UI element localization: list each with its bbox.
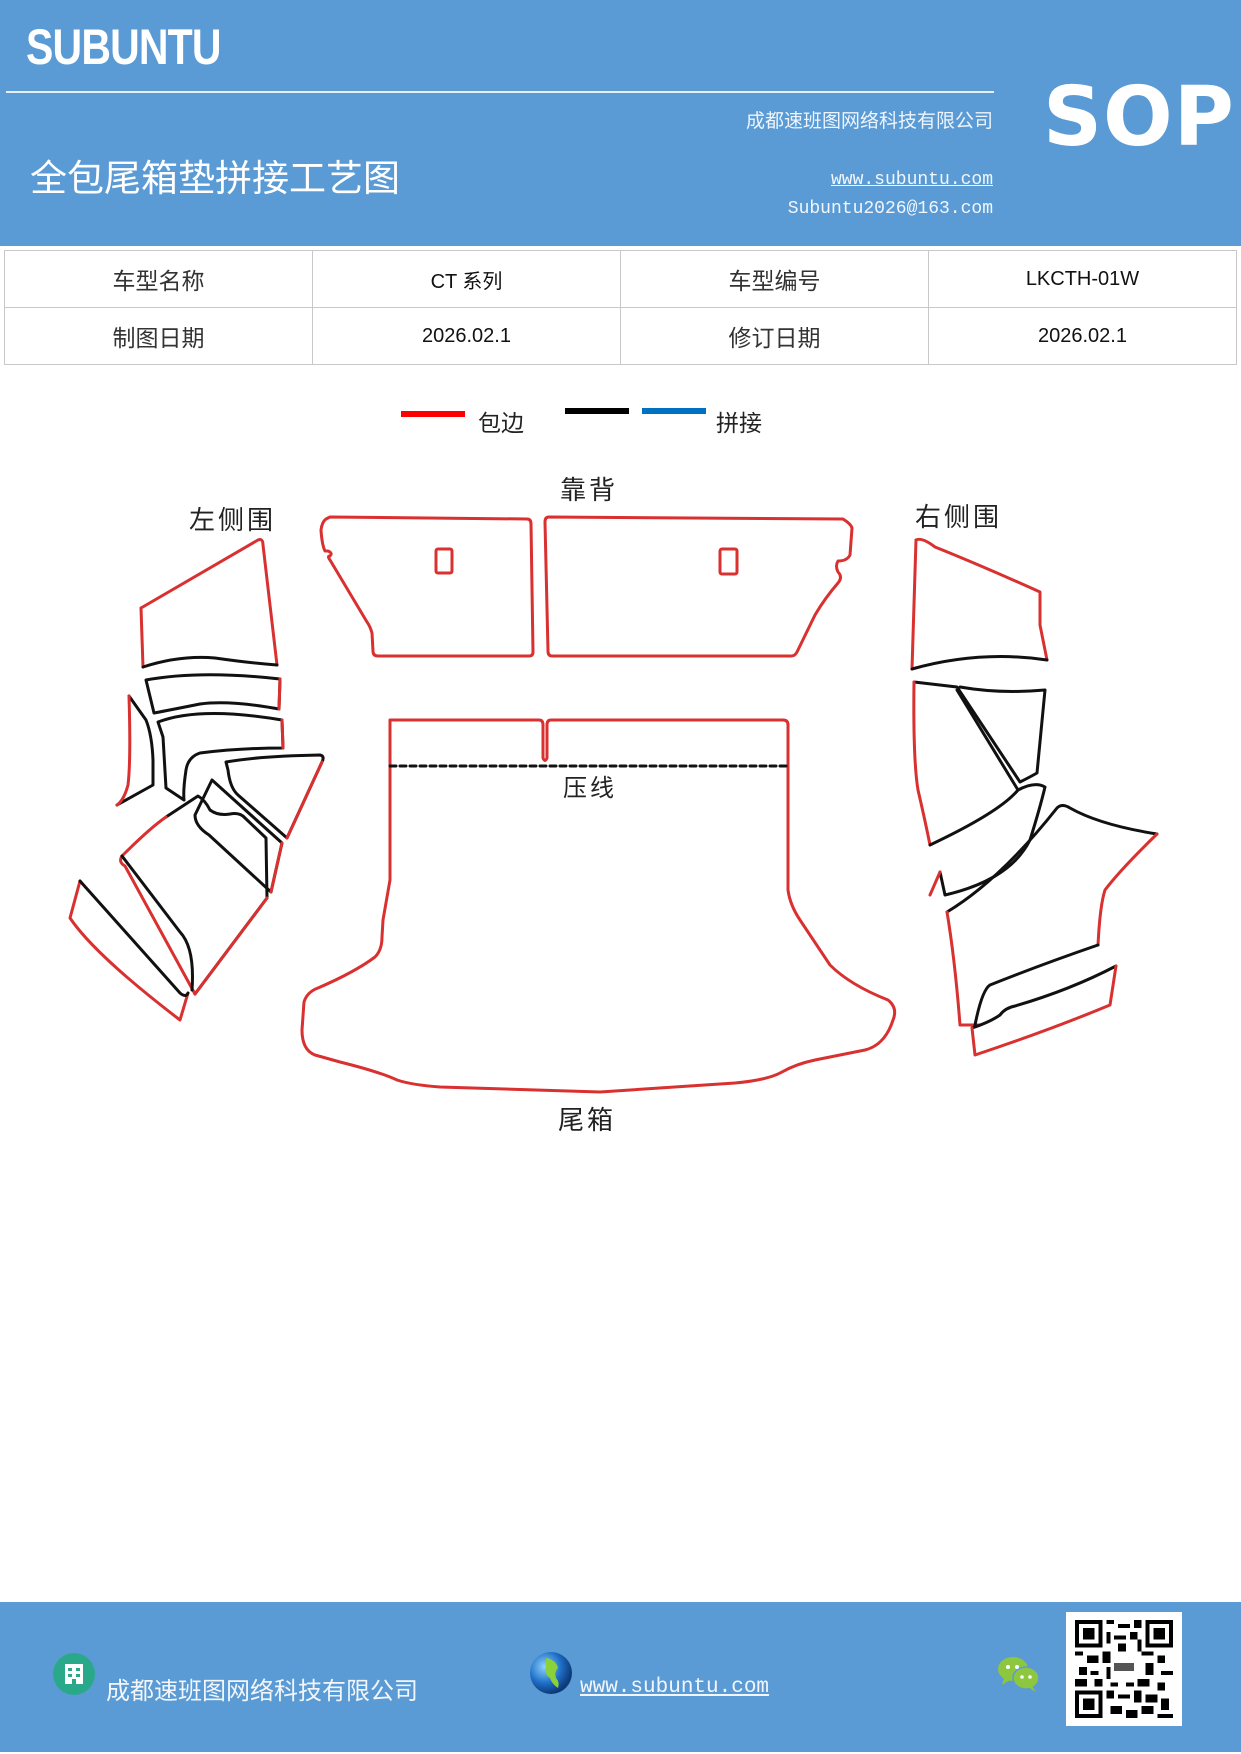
label-trunk: 尾箱 [558, 1106, 617, 1136]
legend: 包边 拼接 [0, 400, 1241, 440]
model-code-value: LKCTH-01W [928, 250, 1237, 308]
left-side-pieces [68, 538, 325, 1022]
right-side-pieces [910, 537, 1159, 1057]
company-name: 成都速班图网络科技有限公司 [745, 110, 993, 132]
label-crease: 压线 [563, 774, 617, 802]
revision-date-value: 2026.02.1 [928, 307, 1237, 365]
footer-website-link[interactable]: www.subuntu.com [580, 1676, 770, 1699]
footer-company-name: 成都速班图网络科技有限公司 [106, 1677, 418, 1705]
backrest-right-piece [543, 515, 854, 658]
model-name-label: 车型名称 [4, 250, 313, 308]
legend-label-edging: 包边 [478, 411, 524, 437]
model-code-label: 车型编号 [620, 250, 929, 308]
page-title: 全包尾箱垫拼接工艺图 [30, 157, 400, 200]
legend-label-splice: 拼接 [716, 411, 762, 437]
model-name-value: CT 系列 [312, 250, 621, 308]
mat-pieces-drawing [68, 515, 1159, 1094]
table-row: 车型名称 CT 系列 车型编号 LKCTH-01W [4, 250, 1237, 308]
header-divider [6, 91, 994, 93]
label-backrest: 靠背 [560, 476, 619, 506]
label-left-side: 左侧围 [189, 506, 277, 536]
header: SUBUNTU 全包尾箱垫拼接工艺图 成都速班图网络科技有限公司 www.sub… [0, 0, 1241, 246]
label-right-side: 右侧围 [915, 503, 1003, 533]
trunk-piece [300, 718, 897, 1094]
wechat-icon [998, 1657, 1040, 1692]
backrest-left-piece [319, 515, 535, 658]
sop-badge: SOP [1043, 70, 1235, 165]
table-row: 制图日期 2026.02.1 修订日期 2026.02.1 [4, 307, 1237, 365]
draw-date-label: 制图日期 [4, 307, 313, 365]
brand-logo: SUBUNTU [26, 19, 222, 75]
building-icon [53, 1653, 95, 1695]
mat-diagram: 靠背 左侧围 右侧围 压线 尾箱 [0, 440, 1241, 1140]
legend-swatch-blue [642, 408, 706, 414]
legend-swatch-black [565, 408, 629, 414]
info-table: 车型名称 CT 系列 车型编号 LKCTH-01W 制图日期 2026.02.1… [4, 250, 1237, 365]
globe-icon [530, 1652, 572, 1694]
website-link[interactable]: www.subuntu.com [830, 170, 993, 190]
revision-date-label: 修订日期 [620, 307, 929, 365]
legend-swatch-red [401, 411, 465, 417]
footer: 成都速班图网络科技有限公司 www.subuntu.com [0, 1602, 1241, 1752]
qr-code [1066, 1612, 1182, 1726]
email-address[interactable]: Subuntu2026@163.com [787, 199, 993, 219]
draw-date-value: 2026.02.1 [312, 307, 621, 365]
